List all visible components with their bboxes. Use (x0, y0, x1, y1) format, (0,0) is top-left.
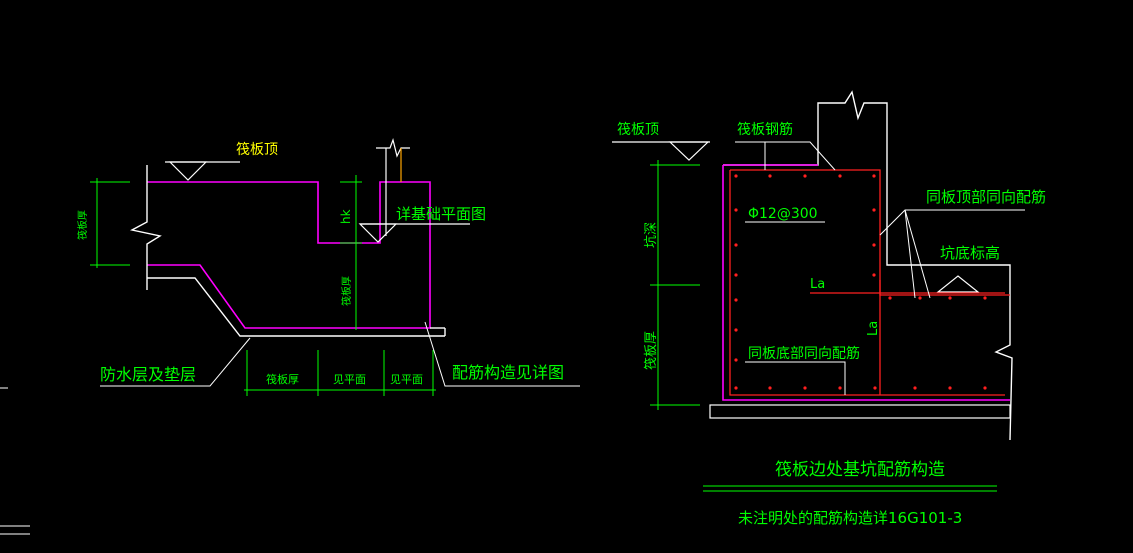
right-label-top-same-dir: 同板顶部同向配筋 (926, 188, 1046, 206)
right-bottom-same-dir-leader (745, 361, 846, 395)
left-slab-top-outline (147, 181, 431, 329)
right-label-la-h: La (810, 277, 825, 292)
left-dim-label-2: 见平面 (333, 373, 366, 386)
left-label-rebar-ref: 配筋构造见详图 (452, 363, 564, 382)
left-detail: 筏板顶 筏板厚 hk 筏板厚 详基础平面图 防水层及垫层 配筋构造见详图 筏板厚… (76, 137, 580, 396)
right-top-same-dir-leader-2 (904, 209, 916, 299)
rebar-dot (734, 174, 738, 178)
rebar-dot (913, 386, 917, 390)
left-rebar-leader (424, 321, 580, 387)
rebar-dot (838, 386, 842, 390)
captions: 筏板边处基坑配筋构造 未注明处的配筋构造详16G101-3 (703, 460, 997, 527)
rebar-dot (983, 296, 987, 300)
caption-title: 筏板边处基坑配筋构造 (775, 460, 945, 480)
rebar-dot (948, 296, 952, 300)
right-slab-outline (723, 90, 1013, 441)
left-dim-label-3: 见平面 (390, 373, 423, 386)
right-label-bottom-same-dir: 同板底部同向配筋 (748, 345, 860, 362)
right-top-same-dir-leader-3 (904, 209, 931, 299)
caption-note: 未注明处的配筋构造详16G101-3 (738, 509, 962, 527)
rebar-dot (734, 358, 738, 362)
left-pit-level-marker (358, 223, 398, 243)
left-waterproof-leader (100, 337, 251, 387)
rebar-dot (872, 243, 876, 247)
rebar-dot (734, 208, 738, 212)
rebar-dot (888, 296, 892, 300)
right-label-bar-spec: Φ12@300 (748, 206, 818, 222)
rebar-dot (948, 386, 952, 390)
left-break-line (129, 165, 162, 290)
left-dim-label-1: 筏板厚 (266, 372, 299, 386)
rebar-dot (872, 208, 876, 212)
right-rebar-dots (734, 174, 987, 390)
rebar-dot (768, 386, 772, 390)
left-label-waterproof: 防水层及垫层 (100, 365, 196, 384)
rebar-dot (872, 174, 876, 178)
rebar-dot (918, 296, 922, 300)
rebar-dot (838, 174, 842, 178)
rebar-dot (734, 243, 738, 247)
rebar-dot (872, 273, 876, 277)
left-top-level-marker (168, 161, 208, 181)
rebar-dot (734, 273, 738, 277)
right-label-rebar: 筏板钢筋 (737, 121, 793, 138)
left-label-thickness: 筏板厚 (76, 210, 89, 240)
right-rebar-leader (735, 141, 836, 171)
right-rebar-outer (730, 169, 1010, 296)
rebar-dot (873, 386, 877, 390)
rebar-dot (803, 386, 807, 390)
left-label-plan-ref: 详基础平面图 (396, 205, 486, 223)
left-cushion-line (147, 277, 445, 337)
right-label-pit-bottom: 坑底标高 (940, 244, 1000, 262)
right-detail: 筏板顶 筏板钢筋 坑深 筏板厚 Φ12@300 同板顶部同向配筋 坑底标高 La… (612, 90, 1046, 441)
rebar-dot (983, 386, 987, 390)
right-top-same-dir-leader (879, 209, 1025, 236)
right-pit-magenta (722, 165, 1010, 401)
right-rebar-inner (729, 170, 1005, 396)
right-label-la-v: La (866, 321, 881, 336)
right-top-level-marker (668, 141, 710, 161)
rebar-dot (803, 174, 807, 178)
right-base-cushion (709, 404, 1011, 419)
rebar-dot (734, 298, 738, 302)
rebar-dot (734, 328, 738, 332)
rebar-dot (768, 174, 772, 178)
right-label-pit-depth: 坑深 (644, 222, 659, 248)
rebar-dot (734, 386, 738, 390)
left-column-break (376, 137, 410, 158)
left-label-thickness-2: 筏板厚 (340, 276, 353, 306)
left-label-top: 筏板顶 (236, 141, 278, 158)
right-label-top: 筏板顶 (617, 121, 659, 138)
left-label-hk: hk (339, 209, 353, 224)
right-label-thickness: 筏板厚 (643, 331, 659, 370)
right-pit-level-marker (936, 275, 980, 293)
